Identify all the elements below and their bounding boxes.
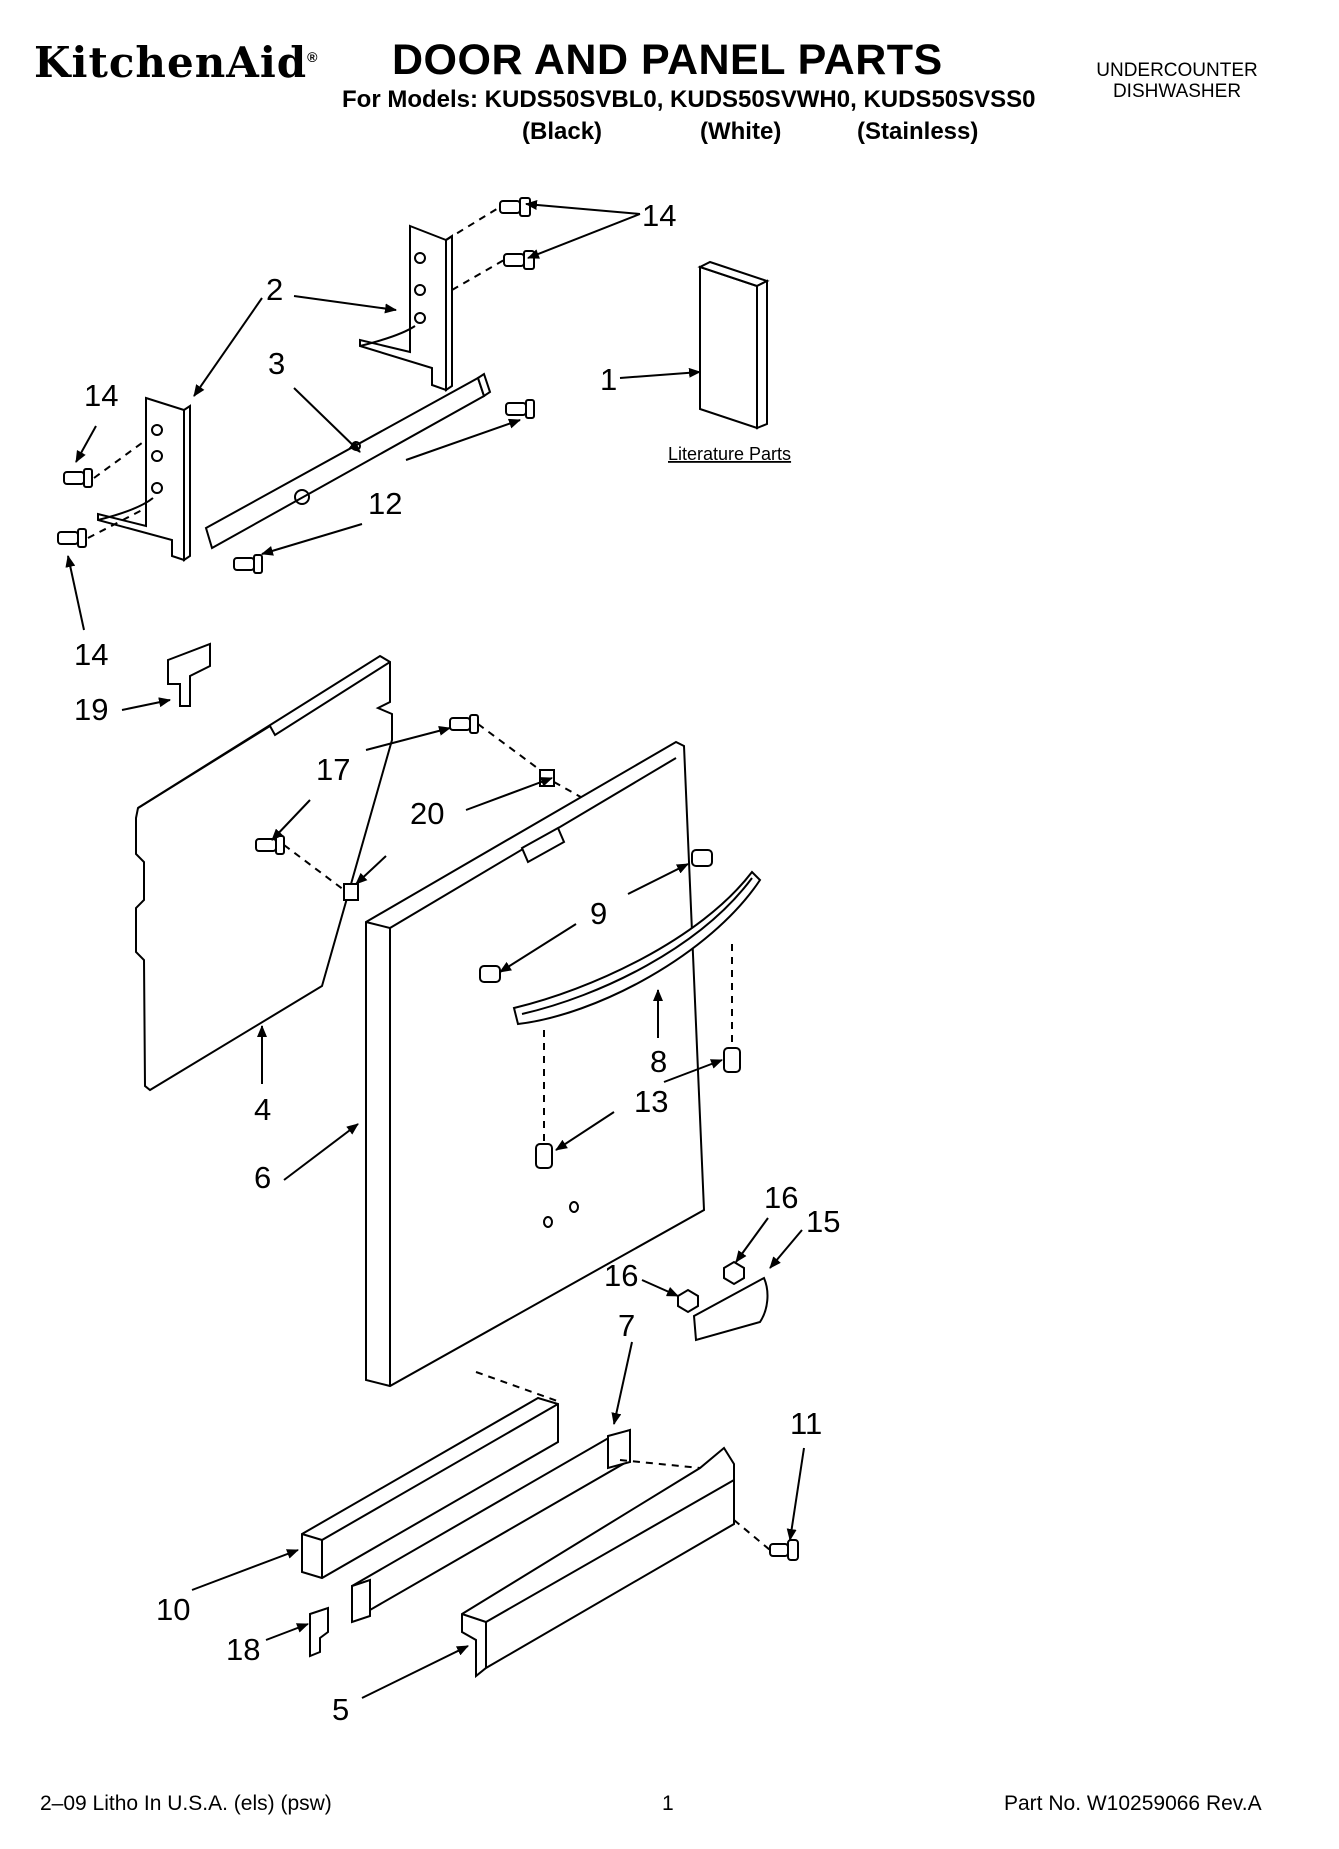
nut-16-left: [677, 1288, 699, 1314]
callout-9: 9: [590, 896, 607, 931]
callout-19: 19: [74, 692, 108, 727]
screw-14-top-a: [499, 197, 531, 217]
callout-3: 3: [268, 346, 285, 381]
footer-litho: 2–09 Litho In U.S.A. (els) (psw): [40, 1792, 332, 1815]
outer-door-panel: [365, 740, 706, 1388]
finish-stainless: (Stainless): [857, 118, 979, 145]
logo-badge: [692, 1276, 769, 1342]
callout-12: 12: [368, 486, 402, 521]
callout-5: 5: [332, 1692, 349, 1727]
mounting-rail: [204, 372, 492, 550]
callout-16-a: 16: [764, 1180, 798, 1215]
clip-18: [309, 1606, 329, 1658]
callout-1: 1: [600, 362, 617, 397]
finish-black: (Black): [522, 118, 603, 145]
callout-13: 13: [634, 1084, 668, 1119]
brand-name: KitchenAid: [34, 38, 308, 87]
callout-6: 6: [254, 1160, 271, 1195]
insert-13-left: [535, 1143, 553, 1169]
callout-16-b: 16: [604, 1258, 638, 1293]
screw-14-left-a: [63, 468, 93, 488]
left-bracket: [97, 396, 191, 562]
spacer-9-right: [691, 849, 713, 867]
callout-14-b: 14: [84, 378, 118, 413]
callout-10: 10: [156, 1592, 190, 1627]
callout-18: 18: [226, 1632, 260, 1667]
callout-15: 15: [806, 1204, 840, 1239]
finish-white: (White): [700, 118, 782, 145]
clip-19: [167, 642, 211, 707]
callout-8: 8: [650, 1044, 667, 1079]
footer-page-number: 1: [662, 1792, 674, 1815]
screw-14-left-b: [57, 528, 87, 548]
screw-12-left: [233, 554, 263, 574]
toe-panel: [461, 1446, 735, 1679]
brand-logo: KitchenAid®: [34, 38, 318, 87]
insulation-block: [301, 1396, 559, 1580]
nut-16-right: [723, 1260, 745, 1286]
footer-part-number: Part No. W10259066 Rev.A: [1004, 1792, 1262, 1815]
model-list: For Models: KUDS50SVBL0, KUDS50SVWH0, KU…: [342, 86, 1036, 113]
kick-plate-bracket: [351, 1428, 631, 1624]
spacer-9-left: [479, 965, 501, 983]
clip-20-left: [343, 883, 359, 901]
brand-registered-mark: ®: [307, 49, 319, 65]
door-handle: [512, 870, 762, 1026]
screw-12-right: [505, 399, 535, 419]
screw-14-top-b: [503, 250, 535, 270]
callout-11: 11: [790, 1406, 822, 1441]
page-title: DOOR AND PANEL PARTS: [392, 36, 943, 84]
product-type-line1: UNDERCOUNTER: [1096, 60, 1258, 81]
callout-20: 20: [410, 796, 444, 831]
inner-door-panel: [135, 654, 393, 1092]
literature-pack: [697, 260, 770, 430]
callout-14-a: 14: [642, 198, 676, 233]
bolt-17-left: [255, 835, 285, 855]
screw-11: [769, 1539, 799, 1561]
product-type-line2: DISHWASHER: [1112, 81, 1242, 102]
literature-parts-label: Literature Parts: [668, 444, 791, 464]
callout-2: 2: [266, 272, 283, 307]
upper-right-bracket: [359, 224, 453, 392]
callout-4: 4: [254, 1092, 271, 1127]
callout-17: 17: [316, 752, 350, 787]
bolt-17-right: [449, 714, 479, 734]
insert-13-right: [723, 1047, 741, 1073]
callout-7: 7: [618, 1308, 635, 1343]
callout-14-c: 14: [74, 637, 108, 672]
